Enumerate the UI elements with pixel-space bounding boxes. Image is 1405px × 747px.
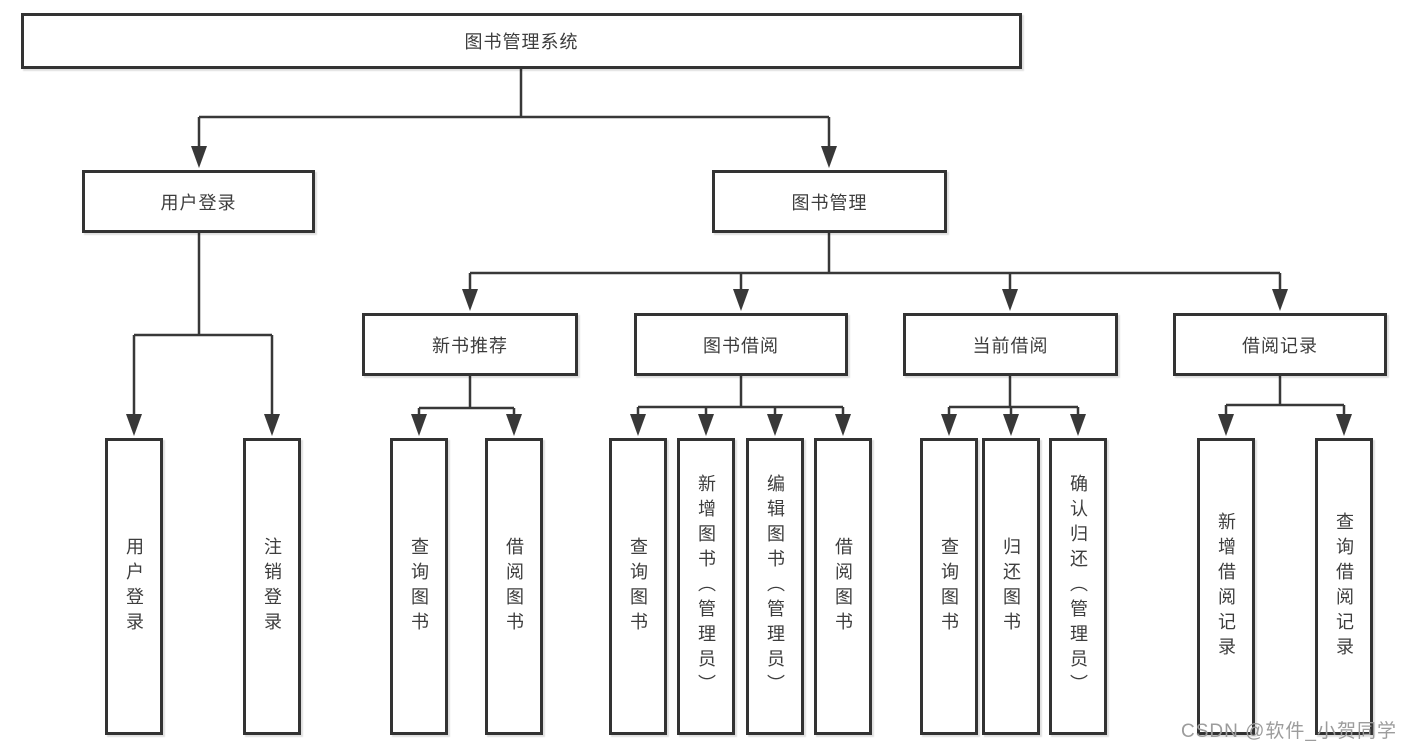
node-current-borrowing: 当前借阅: [903, 313, 1118, 376]
node-label: 用户登录: [124, 536, 144, 637]
leaf-add-borrow-record: 新增借阅记录: [1197, 438, 1255, 735]
node-book-borrowing: 图书借阅: [634, 313, 848, 376]
leaf-edit-books-admin: 编辑图书（管理员）: [746, 438, 804, 735]
leaf-query-books-current: 查询图书: [920, 438, 978, 735]
node-label: 新书推荐: [432, 335, 508, 356]
leaf-borrow-books: 借阅图书: [814, 438, 872, 735]
node-label: 图书管理: [791, 192, 868, 213]
node-label: 图书借阅: [703, 335, 779, 356]
node-label: 查询图书: [628, 536, 648, 637]
csdn-watermark: CSDN @软件_小贺同学: [1181, 721, 1397, 742]
leaf-logout: 注销登录: [243, 438, 301, 735]
node-new-book-recommendation: 新书推荐: [362, 313, 578, 376]
node-label: 查询图书: [939, 536, 959, 637]
node-label: 注销登录: [262, 536, 282, 637]
node-label: 新增借阅记录: [1216, 511, 1236, 662]
node-borrowing-records: 借阅记录: [1173, 313, 1387, 376]
leaf-borrow-books-recommend: 借阅图书: [485, 438, 543, 735]
node-label: 用户登录: [160, 192, 237, 213]
leaf-confirm-return-admin: 确认归还（管理员）: [1049, 438, 1107, 735]
leaf-user-login: 用户登录: [105, 438, 163, 735]
node-label: 当前借阅: [972, 335, 1049, 356]
node-label: 归还图书: [1001, 536, 1021, 637]
node-label: 新增图书（管理员）: [696, 474, 716, 699]
leaf-add-books-admin: 新增图书（管理员）: [677, 438, 735, 735]
leaf-query-books-borrow: 查询图书: [609, 438, 667, 735]
node-book-management: 图书管理: [712, 170, 947, 233]
node-user-login: 用户登录: [82, 170, 315, 233]
leaf-query-books-recommend: 查询图书: [390, 438, 448, 735]
node-label: 查询借阅记录: [1334, 511, 1354, 662]
node-label: 借阅记录: [1242, 335, 1318, 356]
node-label: 图书管理系统: [464, 32, 579, 52]
node-label: 编辑图书（管理员）: [765, 474, 785, 699]
node-label: 借阅图书: [504, 536, 524, 637]
leaf-query-borrow-record: 查询借阅记录: [1315, 438, 1373, 735]
leaf-return-books: 归还图书: [982, 438, 1040, 735]
node-label: 查询图书: [409, 536, 429, 637]
node-label: 确认归还（管理员）: [1068, 474, 1088, 699]
node-library-management-system: 图书管理系统: [21, 13, 1022, 69]
node-label: 借阅图书: [833, 536, 853, 637]
